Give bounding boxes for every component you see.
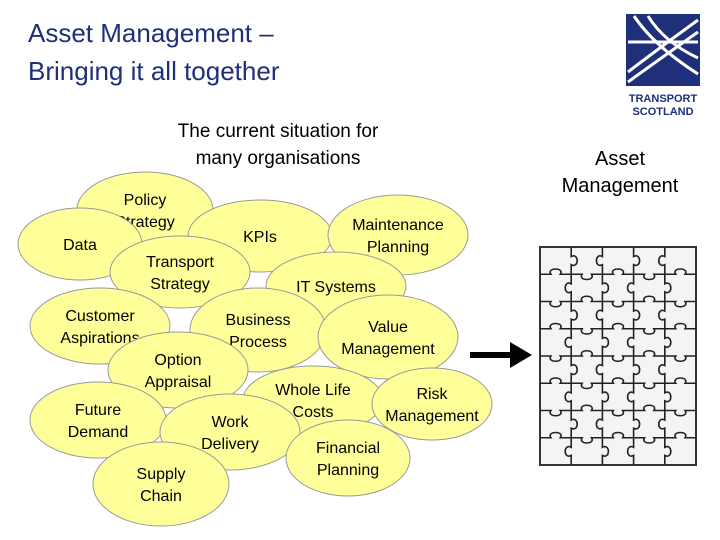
bubble-label-supply-2: Chain xyxy=(140,488,182,505)
bubble-label-option-1: Option xyxy=(154,352,201,369)
title-line-1: Asset Management – xyxy=(28,18,274,48)
bubble-label-transport-1: Transport xyxy=(146,254,214,271)
bubble-label-maintenance-2: Planning xyxy=(367,239,429,256)
bubble-label-it-1: IT Systems xyxy=(296,279,376,296)
slide-title: Asset Management – Bringing it all toget… xyxy=(28,14,279,90)
bubble-label-work-2: Delivery xyxy=(201,436,259,453)
bubble-label-business-2: Process xyxy=(229,334,287,351)
subtitle-line-2: many organisations xyxy=(195,148,361,169)
subtitle: The current situation for many organisat… xyxy=(138,118,418,172)
bubble-label-risk-1: Risk xyxy=(416,386,448,403)
bubble-label-future-2: Demand xyxy=(68,424,128,441)
asset-label-line-1: Asset xyxy=(594,148,646,170)
bubble-shape-risk xyxy=(371,367,493,441)
bubble-label-wholelife-2: Costs xyxy=(293,404,334,421)
bubble-label-value-1: Value xyxy=(368,319,408,336)
bubble-label-financial-1: Financial xyxy=(316,440,380,457)
asset-management-label: Asset Management xyxy=(540,146,700,200)
bubble-shape-transport xyxy=(109,235,251,309)
bubble-label-future-1: Future xyxy=(75,402,121,419)
bubble-shape-value xyxy=(317,294,459,380)
bubble-label-customer-1: Customer xyxy=(65,308,135,325)
logo-line-2: SCOTLAND xyxy=(632,106,693,118)
bubble-label-policy-1: Policy xyxy=(124,192,167,209)
puzzle-row-seam xyxy=(540,295,696,308)
bubble-label-risk-2: Management xyxy=(385,408,479,425)
bubble-label-wholelife-1: Whole Life xyxy=(275,382,351,399)
bubble-label-transport-2: Strategy xyxy=(150,276,210,293)
puzzle-row-seam xyxy=(540,349,696,363)
title-line-2: Bringing it all together xyxy=(28,56,280,86)
puzzle-row-seam xyxy=(540,377,696,390)
bubble-label-business-1: Business xyxy=(226,312,291,329)
bubble-label-work-1: Work xyxy=(211,414,249,431)
bubble-label-customer-2: Aspirations xyxy=(60,330,139,347)
transport-scotland-logo: TRANSPORT SCOTLAND xyxy=(626,14,700,118)
subtitle-line-1: The current situation for xyxy=(177,121,379,142)
puzzle-row-seam xyxy=(540,431,696,444)
logo-line-1: TRANSPORT xyxy=(629,93,698,105)
bubble-label-supply-1: Supply xyxy=(137,466,186,483)
completed-jigsaw-puzzle xyxy=(539,246,697,466)
bubble-label-option-2: Appraisal xyxy=(145,374,212,391)
puzzle-row-seam xyxy=(540,268,696,281)
bubble-label-financial-2: Planning xyxy=(317,462,379,479)
puzzle-row-seam xyxy=(540,404,696,417)
bubble-label-kpis-1: KPIs xyxy=(243,229,277,246)
bubble-label-data-1: Data xyxy=(63,237,97,254)
right-arrow-icon xyxy=(470,342,532,368)
bubble-shape-financial xyxy=(285,419,411,497)
bubble-shape-supply xyxy=(92,441,230,527)
bubble-label-maintenance-1: Maintenance xyxy=(352,217,444,234)
bubble-label-value-2: Management xyxy=(341,341,435,358)
asset-label-line-2: Management xyxy=(561,175,679,197)
puzzle-row-seam xyxy=(540,322,696,335)
